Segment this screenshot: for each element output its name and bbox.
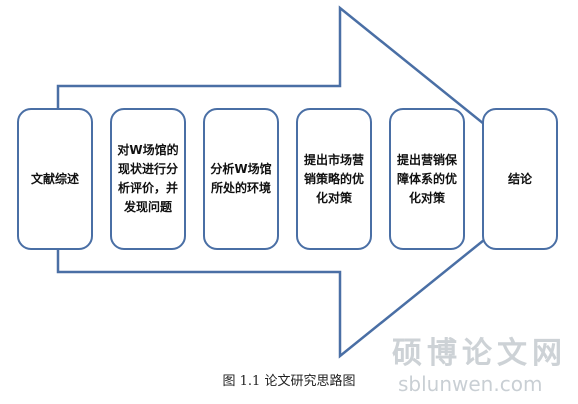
stage-label: 文献综述 [30,171,79,186]
stage-label: 结论 [507,171,532,186]
stage-box-literature-review: 文献综述 [17,108,93,250]
stage-box-current-status-analysis: 对W场馆的现状进行分析评价，并发现问题 [110,108,186,250]
figure-caption: 图 1.1 论文研究思路图 [222,374,356,389]
stage-box-support-system: 提出营销保障体系的优化对策 [389,108,465,250]
watermark-url: sblunwen.com [398,372,543,396]
stage-box-environment-analysis: 分析W场馆所处的环境 [203,108,279,250]
watermark-text: 硕博论文网 [392,336,567,371]
stage-label: 提出营销保障体系的优化对策 [396,152,457,205]
stage-label: 提出市场营销策略的优化对策 [303,152,364,205]
stage-label: 分析W场馆所处的环境 [210,162,272,195]
stage-box-conclusion: 结论 [482,108,558,250]
stage-box-marketing-strategy: 提出市场营销策略的优化对策 [296,108,372,250]
stage-label: 对W场馆的现状进行分析评价，并发现问题 [117,143,179,214]
